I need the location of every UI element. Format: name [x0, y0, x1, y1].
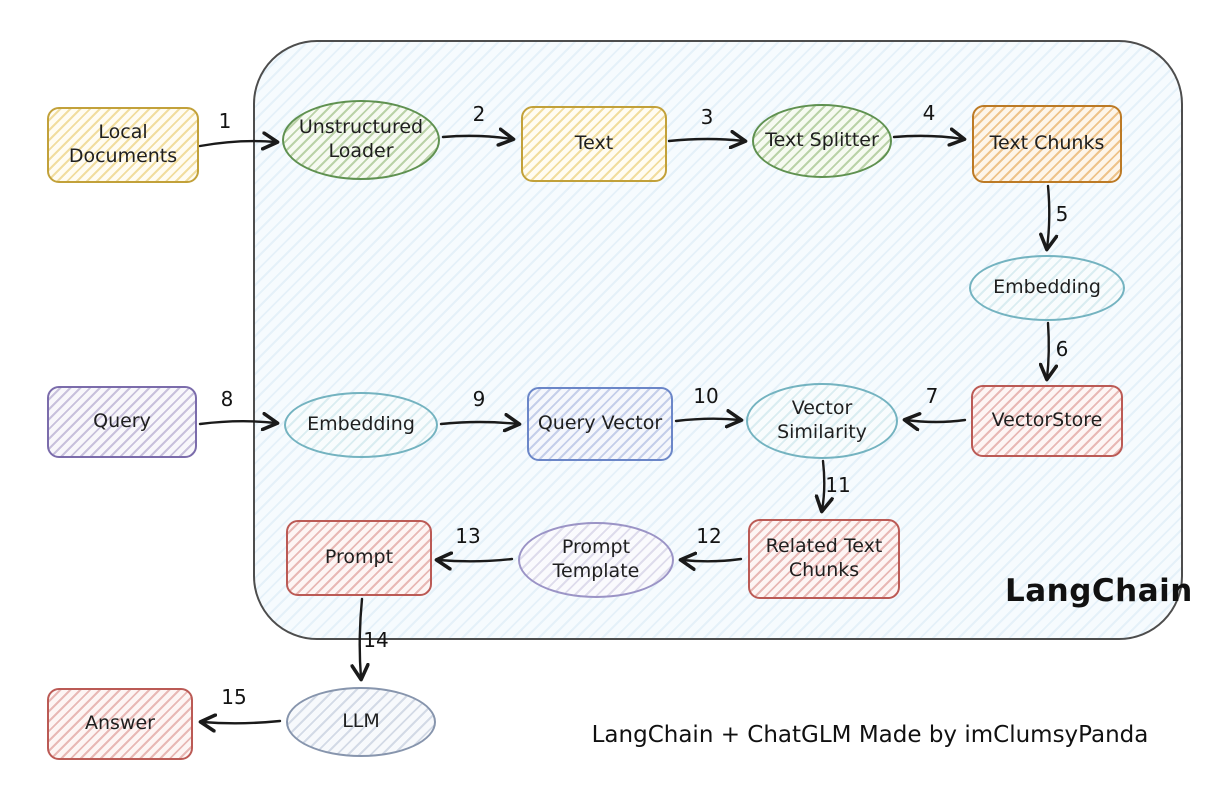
edge-label-6: 6: [1055, 337, 1069, 361]
node-related-text-chunks: Related Text Chunks: [748, 519, 900, 599]
node-prompt-label: Prompt: [324, 546, 394, 569]
node-text-splitter: Text Splitter: [752, 104, 892, 178]
node-embedding-query: Embedding: [284, 392, 438, 458]
node-related-text-chunks-label: Related Text Chunks: [765, 535, 883, 581]
edge-label-4: 4: [922, 101, 936, 125]
edge-label-3: 3: [700, 105, 714, 129]
edge-label-12: 12: [696, 524, 722, 548]
node-vectorstore: VectorStore: [971, 385, 1123, 457]
node-unstructured-loader-label: Unstructured Loader: [298, 116, 424, 162]
node-embedding-query-label: Embedding: [307, 413, 415, 436]
node-prompt-template: Prompt Template: [518, 522, 674, 598]
node-text-chunks: Text Chunks: [972, 105, 1122, 183]
node-query: Query: [47, 386, 197, 458]
edge-label-14: 14: [363, 628, 389, 652]
edge-label-15: 15: [221, 685, 247, 709]
node-embedding-store-label: Embedding: [993, 276, 1101, 299]
node-answer-label: Answer: [85, 712, 155, 735]
node-unstructured-loader: Unstructured Loader: [282, 100, 440, 180]
edge-label-8: 8: [220, 387, 234, 411]
node-text-chunks-label: Text Chunks: [989, 132, 1105, 155]
edge-label-1: 1: [218, 109, 232, 133]
node-prompt-template-label: Prompt Template: [552, 536, 640, 582]
node-query-label: Query: [93, 410, 151, 433]
edge-label-10: 10: [693, 384, 719, 408]
node-vectorstore-label: VectorStore: [991, 409, 1103, 432]
node-text: Text: [521, 106, 667, 182]
node-local-documents-label: Local Documents: [68, 121, 178, 167]
edge-label-11: 11: [825, 473, 851, 497]
node-prompt: Prompt: [286, 520, 432, 596]
node-vector-similarity-label: Vector Similarity: [777, 397, 867, 443]
edge-label-2: 2: [472, 102, 486, 126]
edge-label-13: 13: [455, 524, 481, 548]
node-local-documents: Local Documents: [47, 107, 199, 183]
diagram-caption: LangChain + ChatGLM Made by imClumsyPand…: [591, 722, 1149, 748]
edge-label-5: 5: [1055, 202, 1069, 226]
edge-15-arrow: [202, 721, 282, 723]
node-answer: Answer: [47, 688, 193, 760]
langchain-title: LangChain: [1005, 573, 1193, 609]
node-llm: LLM: [286, 687, 436, 757]
node-vector-similarity: Vector Similarity: [746, 383, 898, 459]
node-llm-label: LLM: [342, 710, 380, 733]
node-query-vector-label: Query Vector: [537, 412, 663, 435]
edge-label-7: 7: [925, 384, 939, 408]
edge-label-9: 9: [472, 387, 486, 411]
node-embedding-store: Embedding: [969, 255, 1125, 321]
node-text-splitter-label: Text Splitter: [765, 129, 879, 152]
node-text-label: Text: [574, 132, 614, 155]
node-query-vector: Query Vector: [527, 387, 673, 461]
